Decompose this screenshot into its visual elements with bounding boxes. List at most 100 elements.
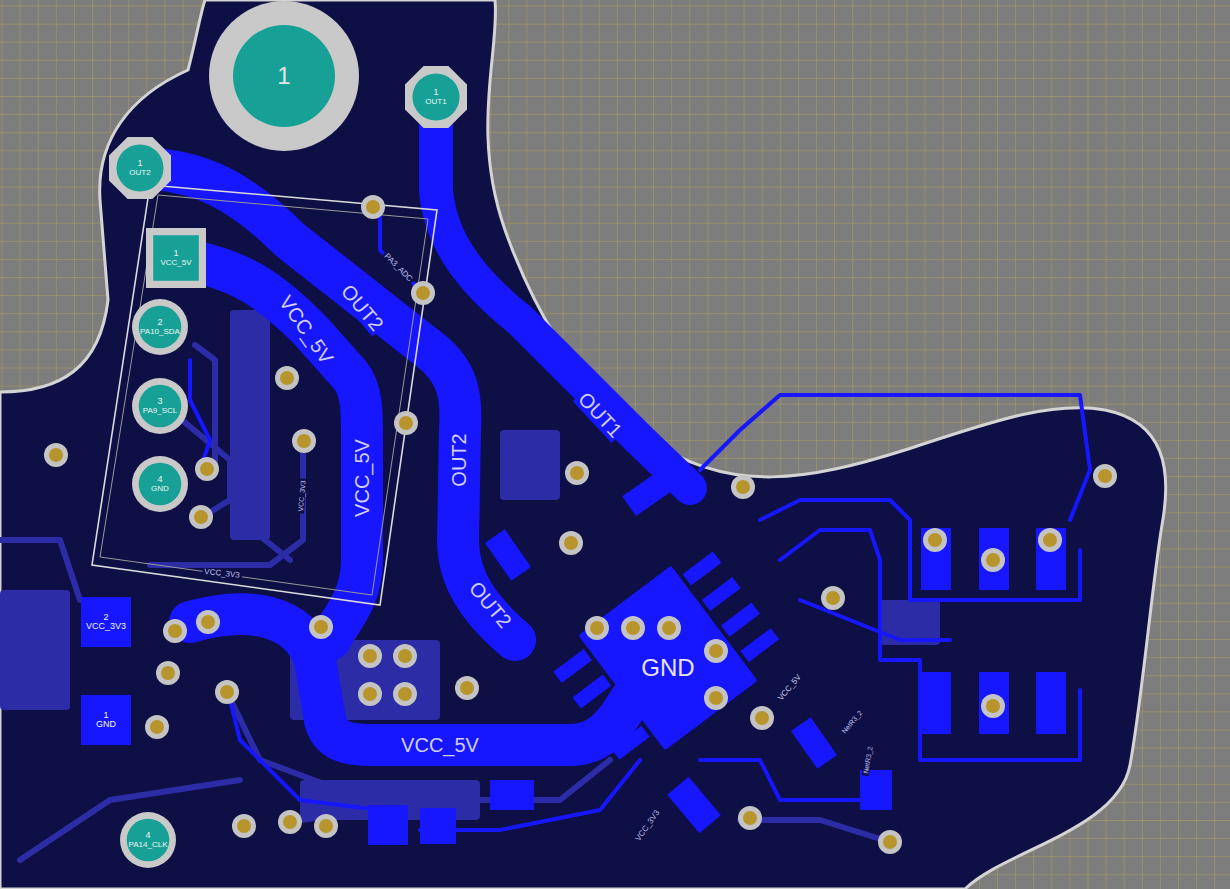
- via: [704, 686, 728, 710]
- grid-line: [1214, 0, 1215, 889]
- via-hole: [297, 434, 311, 448]
- connector-pad: 4GND: [132, 456, 188, 512]
- trace-label: GND: [639, 655, 696, 680]
- via-ring: [821, 586, 845, 610]
- via: [565, 461, 589, 485]
- pad-copper: [233, 25, 335, 127]
- via: [878, 830, 902, 854]
- via-ring: [44, 443, 68, 467]
- trace-label: OUT1: [573, 387, 627, 443]
- top-traces: [140, 97, 1090, 830]
- via: [657, 616, 681, 640]
- pad-copper: [116, 144, 163, 191]
- via-ring: [621, 616, 645, 640]
- via-ring: [565, 461, 589, 485]
- via: [411, 281, 435, 305]
- via: [738, 806, 762, 830]
- net-label: VCC_5V: [775, 672, 804, 704]
- grid-line: [0, 42, 1230, 43]
- via-ring: [559, 531, 583, 555]
- pin-number: 2: [103, 613, 108, 622]
- via: [145, 715, 169, 739]
- via-ring: [309, 615, 333, 639]
- via-hole: [1098, 469, 1112, 483]
- via: [278, 810, 302, 834]
- via-hole: [883, 835, 897, 849]
- via-ring: [156, 661, 180, 685]
- via-hole: [398, 687, 412, 701]
- pin-name: PA10_SDA: [140, 328, 180, 336]
- via: [314, 814, 338, 838]
- pin-name: OUT1: [425, 98, 446, 106]
- connector-pad: 2PA10_SDA: [132, 299, 188, 355]
- via-hole: [460, 681, 474, 695]
- connector-pad: 3PA9_SCL: [132, 378, 188, 434]
- via-ring: [358, 644, 382, 668]
- pin-number: 1: [103, 711, 108, 720]
- grid-line: [0, 6, 1230, 7]
- via-hole: [49, 448, 63, 462]
- via-ring: [278, 810, 302, 834]
- via-hole: [363, 687, 377, 701]
- ic-package: [545, 540, 791, 775]
- grid-line: [0, 60, 1230, 61]
- pad-copper: [153, 235, 199, 281]
- via-hole: [928, 533, 942, 547]
- via: [358, 682, 382, 706]
- pin-number: 1: [433, 88, 438, 97]
- connector-pad: 1OUT1: [405, 66, 467, 128]
- via-ring: [411, 281, 435, 305]
- via: [621, 616, 645, 640]
- net-label: NetR3_2: [839, 708, 865, 737]
- vias: [44, 195, 1117, 854]
- connector-pad: 4PA14_CLK: [120, 812, 176, 868]
- pin-number: 1: [277, 63, 290, 88]
- pad-copper: [139, 463, 182, 506]
- via: [559, 531, 583, 555]
- via-hole: [200, 462, 214, 476]
- grid-line: [1196, 0, 1197, 889]
- via: [44, 443, 68, 467]
- via: [196, 610, 220, 634]
- via: [393, 644, 417, 668]
- connector-pad: 2VCC_3V3: [81, 597, 131, 647]
- pin-name: OUT2: [129, 169, 150, 177]
- pin-name: VCC_5V: [160, 259, 191, 267]
- pad-ring: [209, 1, 359, 151]
- trace-label: OUT2: [464, 576, 517, 633]
- pad-ring: [146, 228, 206, 288]
- via-hole: [986, 699, 1000, 713]
- via-hole: [237, 819, 251, 833]
- via: [361, 195, 385, 219]
- net-label: NetR3_2: [862, 744, 875, 776]
- trace-label: VCC_5V: [352, 437, 373, 519]
- via-ring: [455, 676, 479, 700]
- pad-copper: [139, 306, 182, 349]
- via: [750, 706, 774, 730]
- pin-number: 1: [137, 159, 142, 168]
- via-hole: [590, 621, 604, 635]
- via-hole: [736, 480, 750, 494]
- via-hole: [755, 711, 769, 725]
- via-hole: [314, 620, 328, 634]
- pin-name: PA9_SCL: [143, 407, 178, 415]
- pad-ring: [405, 66, 467, 128]
- pad-ring: [132, 378, 188, 434]
- via-hole: [194, 510, 208, 524]
- via-ring: [1093, 464, 1117, 488]
- via-hole: [986, 553, 1000, 567]
- via: [923, 528, 947, 552]
- via-ring: [292, 429, 316, 453]
- via-ring: [189, 505, 213, 529]
- trace-label: OUT2: [336, 279, 389, 336]
- pin-number: 4: [145, 831, 150, 840]
- mounting-hole: 1: [209, 1, 359, 151]
- via-ring: [275, 366, 299, 390]
- net-label: VCC_3V3: [202, 568, 242, 580]
- pin-name: PA14_CLK: [129, 841, 168, 849]
- via-ring: [314, 814, 338, 838]
- via-ring: [585, 616, 609, 640]
